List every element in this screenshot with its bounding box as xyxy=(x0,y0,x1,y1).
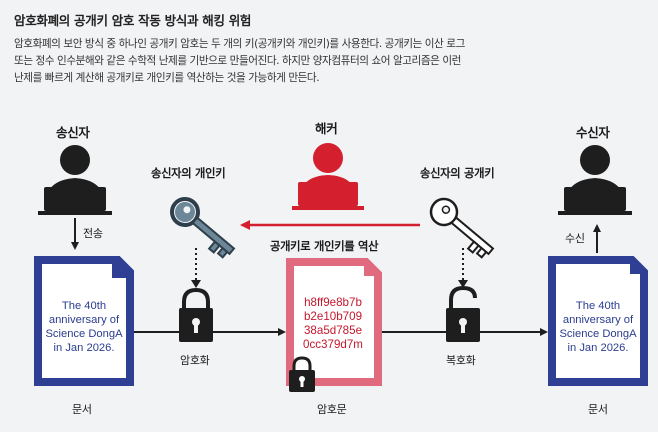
cipher-document-text: h8ff9e8b7b b2e10b709 38a5d785e 0cc379d7m xyxy=(288,296,378,352)
receiver-label: 수신자 xyxy=(576,125,610,140)
plain-text-line: The 40th xyxy=(61,300,107,312)
plain-text-line: in Jan 2026. xyxy=(567,342,629,354)
decrypt-label: 복호화 xyxy=(446,354,476,367)
cipher-lock-icon xyxy=(289,356,315,392)
hacker-label: 해커 xyxy=(315,121,338,136)
encrypt-label: 암호화 xyxy=(180,354,210,367)
cipher-text-line: 0cc379d7m xyxy=(303,338,363,351)
decrypt-lock-icon xyxy=(446,285,480,342)
plain-text-line: anniversary of xyxy=(562,314,634,326)
receiver-icon xyxy=(558,145,632,215)
plain-document-text: The 40th anniversary of Science DongA in… xyxy=(34,299,134,355)
plain-text-line: The 40th xyxy=(575,300,621,312)
private-key-icon xyxy=(170,197,236,259)
receive-label: 수신 xyxy=(565,232,585,245)
plain-document-label: 문서 xyxy=(72,403,92,416)
sender-icon xyxy=(38,145,112,215)
body-line-3: 난제를 빠르게 계산해 공개키로 개인키를 역산하는 것을 가능하게 만든다. xyxy=(14,72,320,84)
plain-text-line: anniversary of xyxy=(48,314,120,326)
hacker-icon xyxy=(292,143,364,210)
cipher-text-line: b2e10b709 xyxy=(303,310,363,323)
page-title: 암호화폐의 공개키 암호 작동 방식과 해킹 위험 xyxy=(14,13,252,28)
received-document xyxy=(548,256,648,386)
received-document-label: 문서 xyxy=(588,403,608,416)
public-key-icon xyxy=(429,197,495,259)
plain-text-line: in Jan 2026. xyxy=(53,342,115,354)
send-label: 전송 xyxy=(83,227,103,240)
plain-document xyxy=(34,256,134,386)
sender-label: 송신자 xyxy=(56,125,90,140)
cipher-document xyxy=(286,258,382,386)
body-line-1: 암호화폐의 보안 방식 중 하나인 공개키 암호는 두 개의 키(공개키와 개인… xyxy=(14,38,465,50)
cipher-text-line: h8ff9e8b7b xyxy=(304,296,362,309)
body-line-2: 또는 정수 인수분해와 같은 수학적 난제를 기반으로 만들어진다. 하지만 양… xyxy=(14,55,461,67)
encrypt-lock-icon xyxy=(179,287,213,342)
cipher-document-label: 암호문 xyxy=(317,403,347,416)
private-key-label: 송신자의 개인키 xyxy=(151,167,226,180)
cipher-text-line: 38a5d785e xyxy=(303,324,363,337)
plain-text-line: Science DongA xyxy=(559,328,637,340)
received-document-text: The 40th anniversary of Science DongA in… xyxy=(548,299,648,355)
plain-text-line: Science DongA xyxy=(45,328,123,340)
public-key-label: 송신자의 공개키 xyxy=(420,167,495,180)
reverse-calc-label: 공개키로 개인키를 역산 xyxy=(270,240,379,253)
